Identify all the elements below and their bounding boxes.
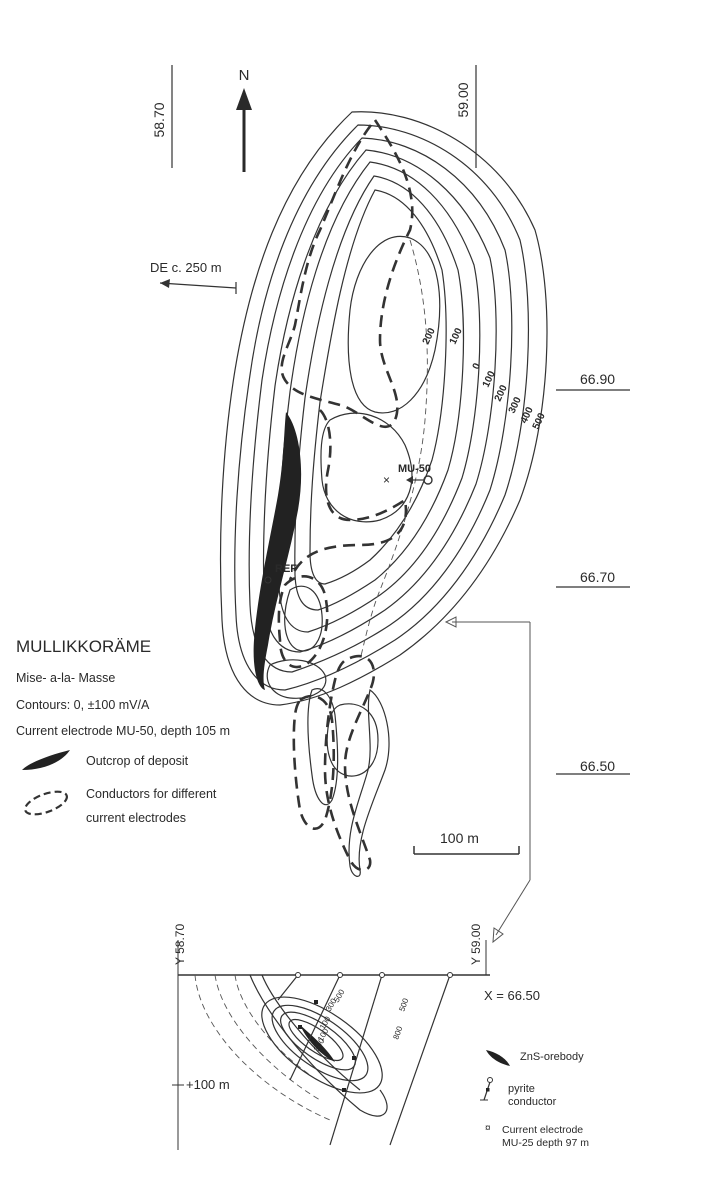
- scale-label: 100 m: [440, 830, 479, 846]
- contour-label: 0: [471, 361, 484, 371]
- electrode-cross-icon: ×: [383, 473, 390, 487]
- section-boreholes: [277, 972, 453, 1146]
- borehole-collar-icon: [337, 972, 343, 978]
- section-contour: [194, 974, 331, 1121]
- legend-electrode: Current electrode MU-50, depth 105 m: [16, 724, 230, 738]
- coord-6650-label: 66.50: [580, 758, 615, 774]
- section-contours: [194, 974, 388, 1121]
- contour-line: [320, 412, 413, 523]
- pyrite-marker: [342, 1088, 346, 1092]
- borehole-collar-icon: [447, 972, 453, 978]
- contour-line: [278, 161, 481, 633]
- conductor-legend-icon: [23, 790, 69, 816]
- section-legend-orebody: ZnS-orebody: [520, 1051, 584, 1063]
- section-legend-electrode-line2: MU-25 depth 97 m: [502, 1137, 589, 1149]
- section-legend-pyrite-line1: pyrite: [508, 1083, 535, 1095]
- section-connector-arrow: [444, 616, 531, 944]
- ref-label: REF: [275, 563, 297, 575]
- contour-label: 100: [481, 369, 498, 389]
- thin-dashed-contour: [359, 239, 428, 661]
- contour-line: [309, 189, 447, 585]
- pyrite-legend-icon: [480, 1077, 493, 1101]
- electrode-label: MU-50: [398, 463, 431, 475]
- legend-contours: Contours: 0, ±100 mV/A: [16, 698, 150, 712]
- contour-label: 200: [421, 326, 438, 346]
- borehole-line: [389, 974, 451, 1146]
- outcrop-legend-icon: [22, 750, 70, 770]
- section-contour-label: 500: [397, 997, 410, 1013]
- coord-5870-label: 58.70: [151, 102, 167, 137]
- coord-6690-label: 66.90: [580, 371, 615, 387]
- section-contour: [271, 1004, 369, 1082]
- section-x-label: X = 66.50: [484, 988, 540, 1003]
- section-contour-label: 800: [391, 1025, 404, 1041]
- direction-note: DE c. 250 m: [150, 260, 222, 275]
- coord-5900-label: 59.00: [455, 82, 471, 117]
- borehole-line: [289, 974, 341, 1081]
- section-contour: [288, 1018, 344, 1062]
- borehole-collar-icon: [295, 972, 301, 978]
- legend-conductors-line1: Conductors for different: [86, 787, 217, 801]
- electrode-marker-icon: [406, 475, 433, 485]
- contour-line: [234, 124, 530, 691]
- coord-6670-label: 66.70: [580, 569, 615, 585]
- contour-label: 100: [448, 326, 465, 346]
- conductor-outline: [292, 694, 336, 830]
- contour-group: [219, 111, 548, 877]
- contour-line: [262, 149, 497, 653]
- borehole-line: [277, 974, 299, 1001]
- north-label: N: [239, 67, 250, 84]
- pyrite-marker: [298, 1025, 302, 1029]
- contour-line: [248, 137, 513, 673]
- legend-method: Mise- a-la- Masse: [16, 671, 115, 685]
- outcrop-deposit-shape: [253, 412, 302, 690]
- section-legend-pyrite-line2: conductor: [508, 1096, 557, 1108]
- contour-line: [348, 689, 390, 877]
- contour-line: [219, 111, 548, 706]
- contour-line: [307, 688, 339, 806]
- conductor-outline: [323, 654, 376, 872]
- legend-outcrop: Outcrop of deposit: [86, 754, 189, 768]
- section-depth-label: +100 m: [186, 1077, 230, 1092]
- conductor-outline: [288, 409, 408, 581]
- legend-title: MULLIKKORÄME: [16, 637, 151, 656]
- north-arrow-icon: [236, 88, 252, 172]
- west-arrow-icon: [159, 279, 237, 294]
- section-contour: [249, 974, 388, 1117]
- pyrite-marker: [314, 1000, 318, 1004]
- section-contour: [234, 974, 311, 1076]
- section-y-right-label: Y 59.00: [469, 924, 483, 965]
- section-legend-electrode-line1: Current electrode: [502, 1124, 583, 1136]
- section-y-left-label: Y 58.70: [173, 924, 187, 965]
- section-contour: [261, 996, 383, 1094]
- section-contour: [261, 974, 361, 1091]
- cross-section: [172, 940, 490, 1150]
- borehole-collar-icon: [379, 972, 385, 978]
- section-orebody-shape: [300, 1025, 335, 1062]
- contour-line: [266, 659, 327, 699]
- conductor-outlines: [277, 117, 414, 872]
- pyrite-marker: [352, 1056, 356, 1060]
- scale-bar: [413, 846, 520, 855]
- contour-label: 300: [507, 395, 524, 415]
- contour-line: [284, 585, 323, 652]
- ref-marker-icon: [264, 576, 272, 584]
- contour-line: [347, 235, 441, 414]
- orebody-legend-icon: [486, 1050, 510, 1066]
- legend-conductors-line2: current electrodes: [86, 811, 186, 825]
- current-electrode-legend-icon: ¤: [485, 1123, 491, 1134]
- contour-line: [294, 175, 465, 611]
- conductor-outline: [277, 575, 329, 669]
